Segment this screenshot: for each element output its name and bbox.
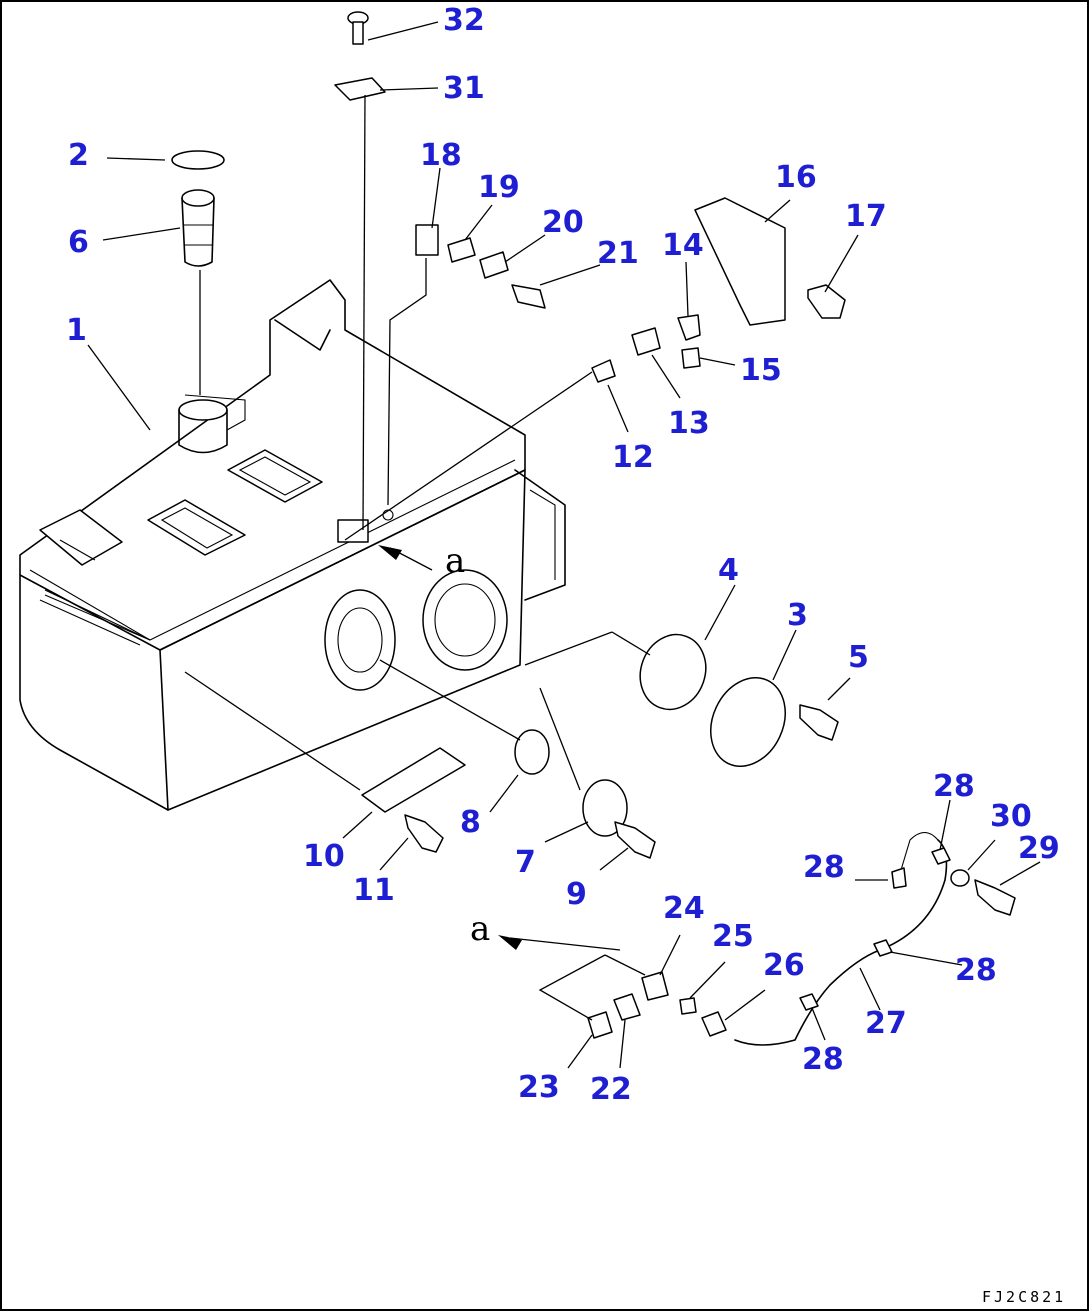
callout-24: 24 — [663, 891, 705, 926]
callout-28-right: 28 — [955, 953, 997, 988]
callout-12: 12 — [612, 440, 654, 475]
part-6-strainer — [181, 189, 215, 267]
part-30-washer — [950, 869, 970, 887]
part-16-cover — [694, 197, 786, 326]
callout-32: 32 — [443, 3, 485, 38]
part-18-sender — [415, 224, 439, 256]
callout-13: 13 — [668, 406, 710, 441]
callout-28-bottom: 28 — [802, 1042, 844, 1077]
callout-31: 31 — [443, 71, 485, 106]
callout-26: 26 — [763, 948, 805, 983]
fuel-tank-body — [19, 279, 566, 813]
part-24-fitting — [641, 971, 669, 1001]
part-15-plug — [681, 347, 701, 369]
callout-25: 25 — [712, 919, 754, 954]
callout-14: 14 — [662, 228, 704, 263]
svg-text:a: a — [470, 909, 490, 949]
callout-10: 10 — [303, 839, 345, 874]
callout-1: 1 — [66, 313, 87, 348]
callout-7: 7 — [515, 845, 536, 880]
callout-21: 21 — [597, 236, 639, 271]
part-27-hose — [734, 839, 948, 1046]
part-12-fitting — [591, 359, 616, 383]
callout-16: 16 — [775, 160, 817, 195]
view-arrow-a-upper: a — [378, 541, 465, 581]
part-20-fitting — [479, 251, 509, 279]
part-5-bolt — [799, 704, 839, 741]
part-8-gasket — [514, 729, 550, 775]
callout-22: 22 — [590, 1072, 632, 1107]
drawing-code: FJ2C821 — [982, 1288, 1066, 1306]
part-28-clip — [873, 939, 893, 957]
callout-17: 17 — [845, 199, 887, 234]
callout-2: 2 — [68, 138, 89, 173]
callout-8: 8 — [460, 805, 481, 840]
leader-lines — [87, 21, 1041, 1069]
part-29-bolt — [974, 879, 1016, 916]
part-19-fitting — [447, 237, 476, 263]
part-25-sleeve — [679, 997, 697, 1015]
part-2-cap — [171, 150, 225, 170]
callout-9: 9 — [566, 877, 587, 912]
part-23-fitting — [587, 1011, 613, 1039]
callout-5: 5 — [848, 640, 869, 675]
part-3-cover-plate — [710, 677, 786, 767]
callout-28-left: 28 — [803, 850, 845, 885]
part-17-bolt — [807, 284, 846, 319]
part-31-plate — [334, 77, 386, 101]
callout-28-top: 28 — [933, 769, 975, 804]
part-13-valve — [631, 327, 661, 356]
callout-4: 4 — [718, 553, 739, 588]
part-21-fitting — [511, 284, 546, 309]
callout-labels: 32 31 2 6 1 18 19 20 21 16 17 14 15 13 1… — [66, 3, 1060, 1107]
part-11-bolt — [404, 814, 444, 853]
part-4-gasket — [639, 633, 707, 711]
callout-20: 20 — [542, 205, 584, 240]
callout-15: 15 — [740, 353, 782, 388]
part-9-bolt — [614, 821, 656, 859]
callout-27: 27 — [865, 1006, 907, 1041]
part-28-clip — [891, 867, 907, 889]
part-22-fitting — [613, 993, 641, 1021]
view-arrow-a-lower: a — [470, 909, 522, 950]
callout-6: 6 — [68, 225, 89, 260]
callout-30: 30 — [990, 799, 1032, 834]
part-28-clip — [799, 993, 819, 1011]
svg-text:a: a — [445, 541, 465, 581]
callout-19: 19 — [478, 170, 520, 205]
callout-18: 18 — [420, 138, 462, 173]
part-14-elbow — [677, 314, 701, 341]
callout-23: 23 — [518, 1070, 560, 1105]
callout-29: 29 — [1018, 831, 1060, 866]
callout-3: 3 — [787, 598, 808, 633]
callout-11: 11 — [353, 873, 395, 908]
part-32-bolt — [347, 11, 369, 45]
part-28-clip — [931, 847, 951, 865]
part-26-nut — [701, 1011, 727, 1037]
